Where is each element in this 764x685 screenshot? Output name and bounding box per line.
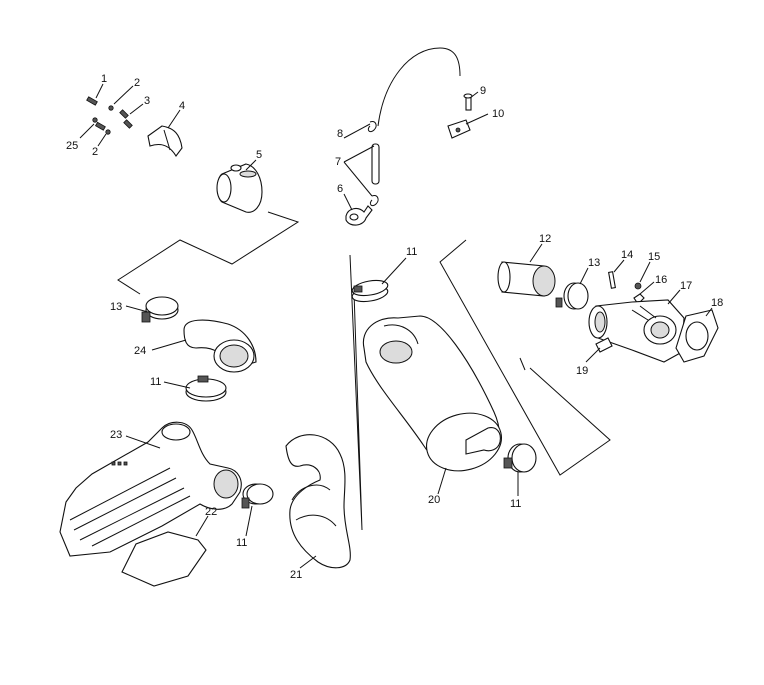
tube-part-12	[497, 261, 556, 297]
callout-14: 14	[621, 249, 633, 261]
clamp-part-13-right	[555, 282, 589, 310]
callout-20: 20	[428, 494, 440, 506]
callout-23: 23	[110, 429, 122, 441]
callout-1: 1	[101, 73, 107, 85]
curved-pipe-part-21	[285, 434, 351, 569]
callout-7: 7	[335, 156, 341, 168]
callout-6: 6	[337, 183, 343, 195]
throttle-cable	[377, 47, 461, 127]
clamp-part-11-lower-left	[241, 483, 274, 509]
callout-17: 17	[680, 280, 692, 292]
manifold-part-23	[59, 421, 242, 557]
bolt-part-9	[463, 93, 473, 111]
callout-16: 16	[655, 274, 667, 286]
callout-11-lower-left: 11	[236, 537, 247, 549]
callout-2-bottom: 2	[92, 146, 98, 158]
callout-12: 12	[539, 233, 551, 245]
callout-24: 24	[134, 345, 146, 357]
callout-3: 3	[144, 95, 150, 107]
muffler-part-20	[362, 315, 502, 472]
routing-lines	[117, 211, 611, 531]
linkage-parts-6-7-8	[345, 121, 380, 226]
callout-5: 5	[256, 149, 262, 161]
fasteners-group	[86, 96, 133, 135]
callout-13-left: 13	[110, 301, 122, 313]
callout-labels: 1 2 2 3 4 5 6 7 8 9 10 11 11 11 11 12 13…	[66, 73, 723, 581]
gasket-part-18	[675, 309, 719, 363]
callout-11-left: 11	[150, 376, 161, 388]
clamp-part-11-lower-right	[503, 443, 537, 473]
callout-25: 25	[66, 140, 78, 152]
callout-11-lower-right: 11	[510, 498, 521, 510]
callout-11-top: 11	[406, 246, 417, 258]
bolts-parts-14-15-16	[608, 271, 645, 305]
callout-13-right: 13	[588, 257, 600, 269]
callout-18: 18	[711, 297, 723, 309]
callout-9: 9	[480, 85, 486, 97]
callout-19: 19	[576, 365, 588, 377]
callout-22: 22	[205, 506, 217, 518]
callout-10: 10	[492, 108, 504, 120]
gasket-plate-part-22	[121, 531, 207, 587]
clamp-part-11-top	[351, 279, 389, 303]
callout-2-top: 2	[134, 77, 140, 89]
elbow-housing-part-17	[588, 299, 685, 363]
bracket-part-4	[147, 125, 183, 157]
clamp-part-11-left	[185, 375, 227, 402]
hose-elbow-part-24	[183, 319, 257, 373]
coupler-part-5	[216, 163, 263, 213]
leader-lines	[79, 83, 713, 569]
callout-21: 21	[290, 569, 302, 581]
callout-15: 15	[648, 251, 660, 263]
callout-8: 8	[337, 128, 343, 140]
callout-4: 4	[179, 100, 185, 112]
clamp-part-13-left	[141, 296, 179, 323]
